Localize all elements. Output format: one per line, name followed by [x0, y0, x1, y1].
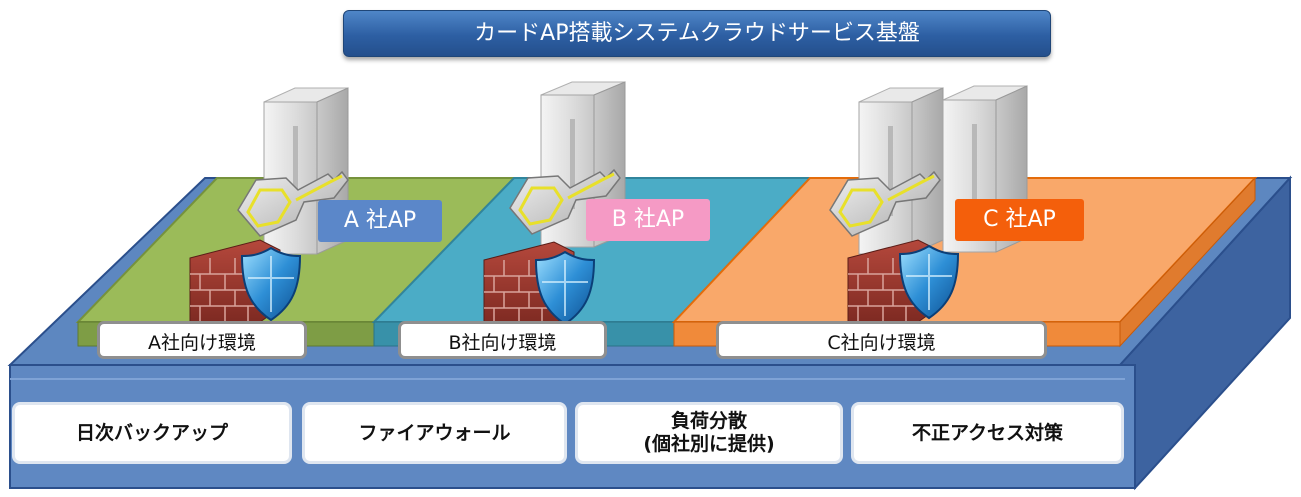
- env-label-a: A社向け環境: [97, 321, 307, 359]
- ap-label-b: B 社AP: [586, 199, 710, 241]
- shield-icon: [898, 244, 960, 320]
- service-firewall: ファイアウォール: [302, 402, 567, 464]
- service-intrusion-prevention: 不正アクセス対策: [851, 402, 1124, 464]
- service-daily-backup: 日次バックアップ: [12, 402, 292, 464]
- key-icon: [237, 170, 349, 237]
- service-line: 負荷分散: [670, 410, 747, 432]
- service-line: ファイアウォール: [358, 421, 511, 444]
- server-icon: [858, 87, 944, 255]
- ap-label-c: C 社AP: [955, 199, 1084, 241]
- env-label-c: C社向け環境: [716, 321, 1047, 359]
- service-line: (個社別に提供): [643, 433, 775, 455]
- service-line: 日次バックアップ: [75, 421, 228, 444]
- ap-label-a: A 社AP: [318, 200, 442, 242]
- service-load-balancing: 負荷分散 (個社別に提供): [575, 402, 843, 464]
- key-icon: [509, 168, 621, 235]
- service-line: 不正アクセス対策: [911, 421, 1064, 444]
- env-label-b: B社向け環境: [398, 321, 607, 359]
- shield-icon: [240, 246, 302, 322]
- page-title: カードAP搭載システムクラウドサービス基盤: [343, 10, 1051, 57]
- key-icon: [829, 170, 941, 237]
